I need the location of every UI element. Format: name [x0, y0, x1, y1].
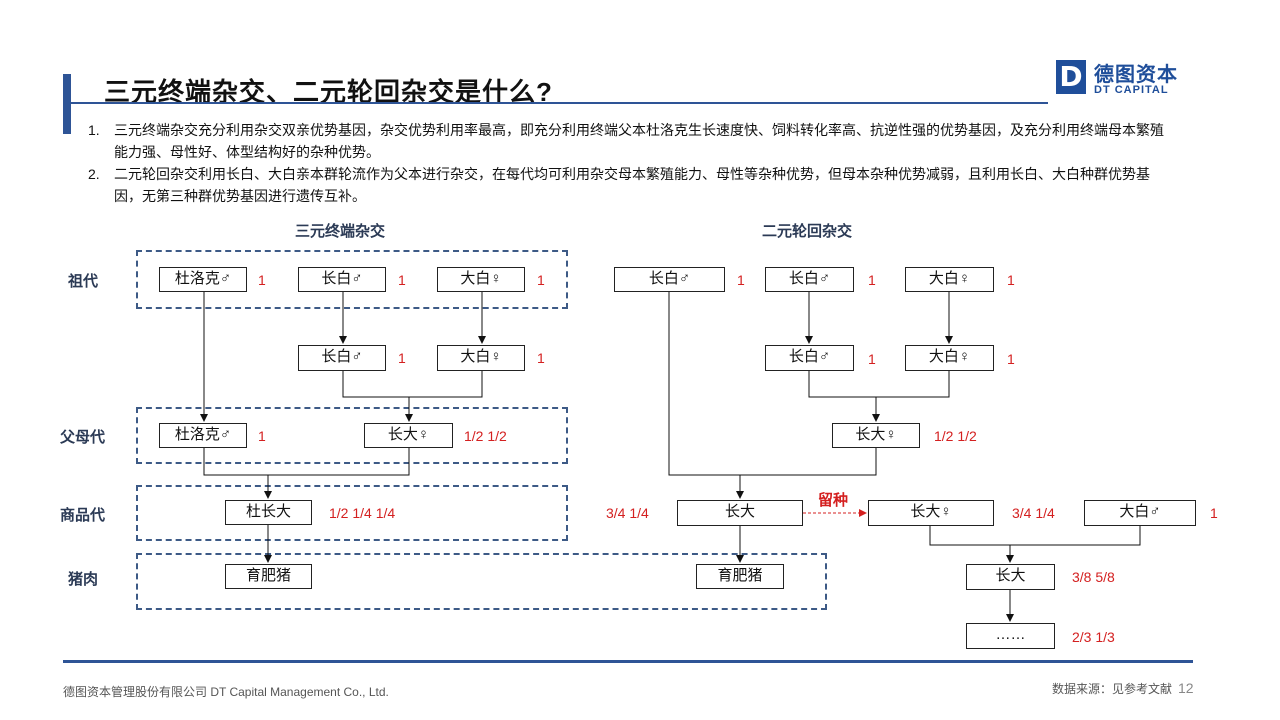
group-box-grandparent	[136, 250, 568, 309]
ratio-label: 1	[258, 272, 266, 288]
gen-label-parent: 父母代	[60, 429, 106, 446]
node-duroc-male: 杜洛克♂	[159, 423, 247, 448]
ratio-label: 1	[1007, 351, 1015, 367]
node-landrace-male: 长白♂	[298, 267, 386, 292]
company-logo: D 德图资本 DT CAPITAL	[1056, 60, 1196, 100]
ratio-label: 1/2 1/4 1/4	[329, 505, 396, 521]
node-yorkshire-female: 大白♀	[437, 267, 525, 292]
footer-company: 德图资本管理股份有限公司 DT Capital Management Co., …	[63, 685, 389, 699]
node-landrace-male: 长白♂	[614, 267, 725, 292]
node-landrace-yorkshire: 长大	[677, 500, 803, 526]
group-box-parent	[136, 407, 568, 464]
node-landrace-male: 长白♂	[765, 345, 854, 371]
title-divider	[63, 102, 1048, 104]
ratio-label: 1	[398, 350, 406, 366]
ratio-label: 2/3 1/3	[1072, 629, 1115, 645]
bullet-number: 2.	[88, 166, 100, 182]
node-landrace-yorkshire-female-kept: 长大♀	[868, 500, 994, 526]
gen-label-commercial: 商品代	[60, 507, 106, 524]
bullet-list: 1. 三元终端杂交充分利用杂交双亲优势基因，杂交优势利用率最高，即充分利用终端父…	[88, 119, 1173, 207]
page-number: 12	[1178, 680, 1194, 696]
logo-name-cn: 德图资本	[1094, 64, 1178, 86]
node-finishing-pig: 育肥猪	[225, 564, 312, 589]
ratio-label: 3/8 5/8	[1072, 569, 1115, 585]
node-finishing-pig: 育肥猪	[696, 564, 784, 589]
logo-mark-icon: D	[1056, 60, 1086, 94]
section-title-rotational: 二元轮回杂交	[762, 223, 853, 240]
ratio-label: 1	[868, 272, 876, 288]
bullet-text: 三元终端杂交充分利用杂交双亲优势基因，杂交优势利用率最高，即充分利用终端父本杜洛…	[114, 122, 1164, 160]
ratio-label: 1	[537, 272, 545, 288]
node-yorkshire-female: 大白♀	[437, 345, 525, 371]
node-duroc-landrace-yorkshire: 杜长大	[225, 500, 312, 525]
node-landrace-yorkshire-female: 长大♀	[364, 423, 453, 448]
group-box-commercial	[136, 485, 568, 541]
node-continuation: ……	[966, 623, 1055, 649]
ratio-label: 1	[1007, 272, 1015, 288]
ratio-label: 1	[258, 428, 266, 444]
group-box-pork	[136, 553, 827, 610]
node-landrace-male: 长白♂	[765, 267, 854, 292]
node-landrace-yorkshire-female: 长大♀	[832, 423, 920, 448]
bullet-item: 2. 二元轮回杂交利用长白、大白亲本群轮流作为父本进行杂交，在每代均可利用杂交母…	[88, 163, 1173, 207]
footer-source: 数据来源：见参考文献 12	[1052, 680, 1194, 697]
title-accent-bar	[63, 74, 71, 134]
node-landrace-male: 长白♂	[298, 345, 386, 371]
bullet-number: 1.	[88, 122, 100, 138]
ratio-label: 1/2 1/2	[464, 428, 507, 444]
footer-source-text: 数据来源：见参考文献	[1052, 682, 1173, 696]
ratio-label: 1/2 1/2	[934, 428, 977, 444]
footer-divider	[63, 660, 1193, 663]
ratio-label: 1	[537, 350, 545, 366]
ratio-label: 3/4 1/4	[606, 505, 649, 521]
ratio-label: 1	[1210, 505, 1218, 521]
node-yorkshire-female: 大白♀	[905, 345, 994, 371]
node-yorkshire-female: 大白♀	[905, 267, 994, 292]
bullet-text: 二元轮回杂交利用长白、大白亲本群轮流作为父本进行杂交，在每代均可利用杂交母本繁殖…	[114, 166, 1150, 204]
ratio-label: 3/4 1/4	[1012, 505, 1055, 521]
node-duroc-male: 杜洛克♂	[159, 267, 247, 292]
bullet-item: 1. 三元终端杂交充分利用杂交双亲优势基因，杂交优势利用率最高，即充分利用终端父…	[88, 119, 1173, 163]
logo-name-en: DT CAPITAL	[1094, 84, 1169, 96]
node-landrace-yorkshire-next: 长大	[966, 564, 1055, 590]
keep-breeding-label: 留种	[818, 492, 849, 509]
ratio-label: 1	[398, 272, 406, 288]
ratio-label: 1	[737, 272, 745, 288]
gen-label-pork: 猪肉	[68, 571, 99, 588]
node-yorkshire-male: 大白♂	[1084, 500, 1196, 526]
section-title-three-way: 三元终端杂交	[295, 223, 386, 240]
ratio-label: 1	[868, 351, 876, 367]
gen-label-grandparent: 祖代	[68, 273, 99, 290]
